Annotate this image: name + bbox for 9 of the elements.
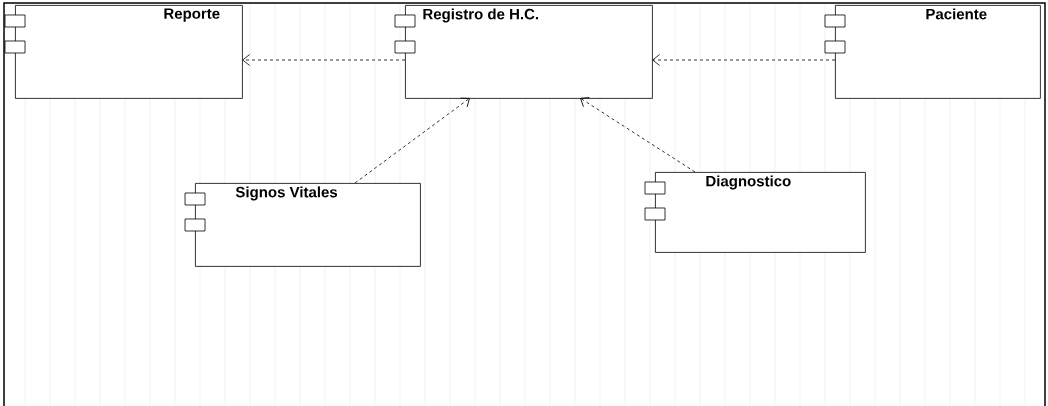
component-box: Signos Vitales xyxy=(184,183,421,267)
dependency-arrow xyxy=(652,54,836,66)
component-box: Diagnostico xyxy=(644,172,866,253)
dependency-arrow xyxy=(580,97,696,173)
dependency-arrow xyxy=(242,54,406,66)
component-box: Registro de H.C. xyxy=(394,5,653,99)
dependency-arrow xyxy=(354,97,470,184)
component-box: Paciente xyxy=(824,5,1041,99)
component-box: Reporte xyxy=(4,5,243,99)
